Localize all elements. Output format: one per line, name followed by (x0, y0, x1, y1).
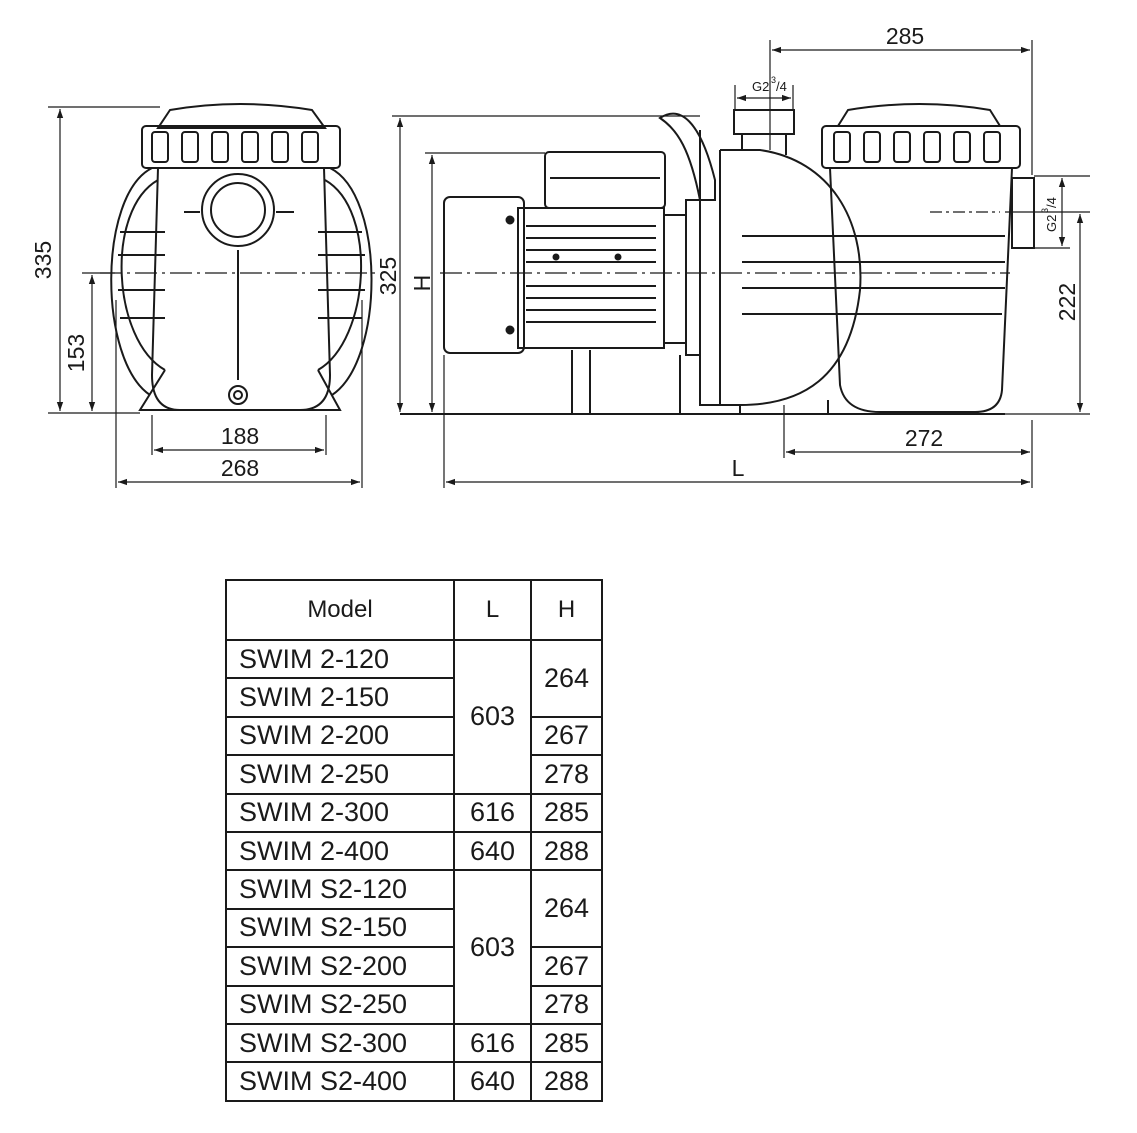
side-dimension-lines (392, 40, 1090, 488)
cell-model: SWIM 2-200 (225, 715, 455, 757)
cell-l: 616 (453, 1022, 532, 1064)
front-view (100, 103, 380, 411)
table-row: SWIM 2-150 (225, 677, 602, 718)
table-row: SWIM S2-200 267 (225, 946, 603, 987)
table-row: SWIM 2-300 616 285 (225, 792, 603, 833)
thread-side-base: G2 (1044, 215, 1059, 232)
table-row: SWIM S2-150 (225, 907, 602, 949)
cell-model: SWIM 2-120 (225, 638, 455, 680)
table-row: SWIM 2-200 267 (225, 715, 603, 757)
table-row: SWIM S2-300 616 285 (225, 1022, 603, 1064)
cell-model: SWIM S2-150 (225, 907, 455, 949)
side-view (400, 103, 1035, 415)
thread-top-base: G2 (752, 79, 769, 94)
table-row: SWIM 2-400 640 288 (225, 830, 603, 872)
dim-side-length-var: L (732, 455, 745, 481)
dim-side-height-var: H (409, 275, 435, 292)
cell-h: 285 (530, 1022, 603, 1064)
cell-model: SWIM S2-200 (225, 946, 455, 987)
thread-top-den: /4 (776, 79, 787, 94)
thread-side-num: 3 (1040, 208, 1050, 213)
cell-model: SWIM S2-300 (225, 1022, 455, 1064)
cell-l: 603 (453, 869, 532, 1025)
cell-model: SWIM 2-400 (225, 830, 455, 872)
thread-top-num: 3 (771, 75, 776, 85)
cell-h: 278 (530, 754, 603, 795)
thread-side-den: /4 (1044, 197, 1059, 208)
table-row: SWIM 2-250 278 (225, 754, 603, 795)
cell-h: 285 (530, 792, 603, 833)
cell-h: 278 (530, 984, 603, 1025)
dim-side-base-to-end: 272 (905, 425, 943, 451)
dim-side-axis-to-base: 222 (1054, 283, 1080, 321)
dim-front-height-total: 335 (30, 241, 56, 279)
cell-model: SWIM S2-400 (225, 1061, 455, 1102)
pump-drawing: 335 153 188 268 (30, 23, 1090, 488)
cell-l: 640 (453, 1061, 532, 1102)
cell-h: 264 (530, 639, 603, 718)
header-h: H (530, 579, 603, 641)
cell-h: 267 (530, 715, 603, 757)
cell-h: 267 (530, 946, 603, 987)
cell-model: SWIM 2-150 (225, 677, 455, 718)
cell-l: 640 (453, 830, 532, 872)
cell-h: 264 (530, 869, 603, 949)
table-row: SWIM S2-120 603 264 (225, 869, 603, 1025)
thread-label-top: G2 3 /4 (752, 75, 787, 94)
model-spec-table: Model L H SWIM 2-120 603 264 SWIM 2-150 … (225, 579, 603, 1102)
cell-model: SWIM 2-250 (225, 754, 455, 795)
cell-h: 288 (530, 830, 603, 872)
cell-model: SWIM S2-250 (225, 984, 455, 1025)
cell-l: 616 (453, 792, 532, 833)
thread-label-side: G2 3 /4 (1040, 197, 1059, 232)
table-row: SWIM S2-250 278 (225, 984, 603, 1025)
dim-front-axis-height: 153 (63, 334, 89, 372)
table-header-row: Model L H (225, 579, 603, 641)
table-row: SWIM S2-400 640 288 (225, 1061, 603, 1102)
cell-h: 288 (530, 1061, 603, 1102)
header-model: Model (225, 579, 455, 641)
cell-model: SWIM 2-300 (225, 792, 455, 833)
header-l: L (453, 579, 532, 641)
dim-side-height-total: 325 (375, 257, 401, 295)
dim-front-foot-spacing: 188 (221, 423, 259, 449)
cell-model: SWIM S2-120 (225, 869, 455, 910)
dim-side-top-to-outlet: 285 (886, 23, 924, 49)
dim-front-width: 268 (221, 455, 259, 481)
cell-l: 603 (453, 639, 532, 795)
table-row: SWIM 2-120 603 264 (225, 638, 603, 795)
front-dimension-lines (48, 106, 363, 488)
